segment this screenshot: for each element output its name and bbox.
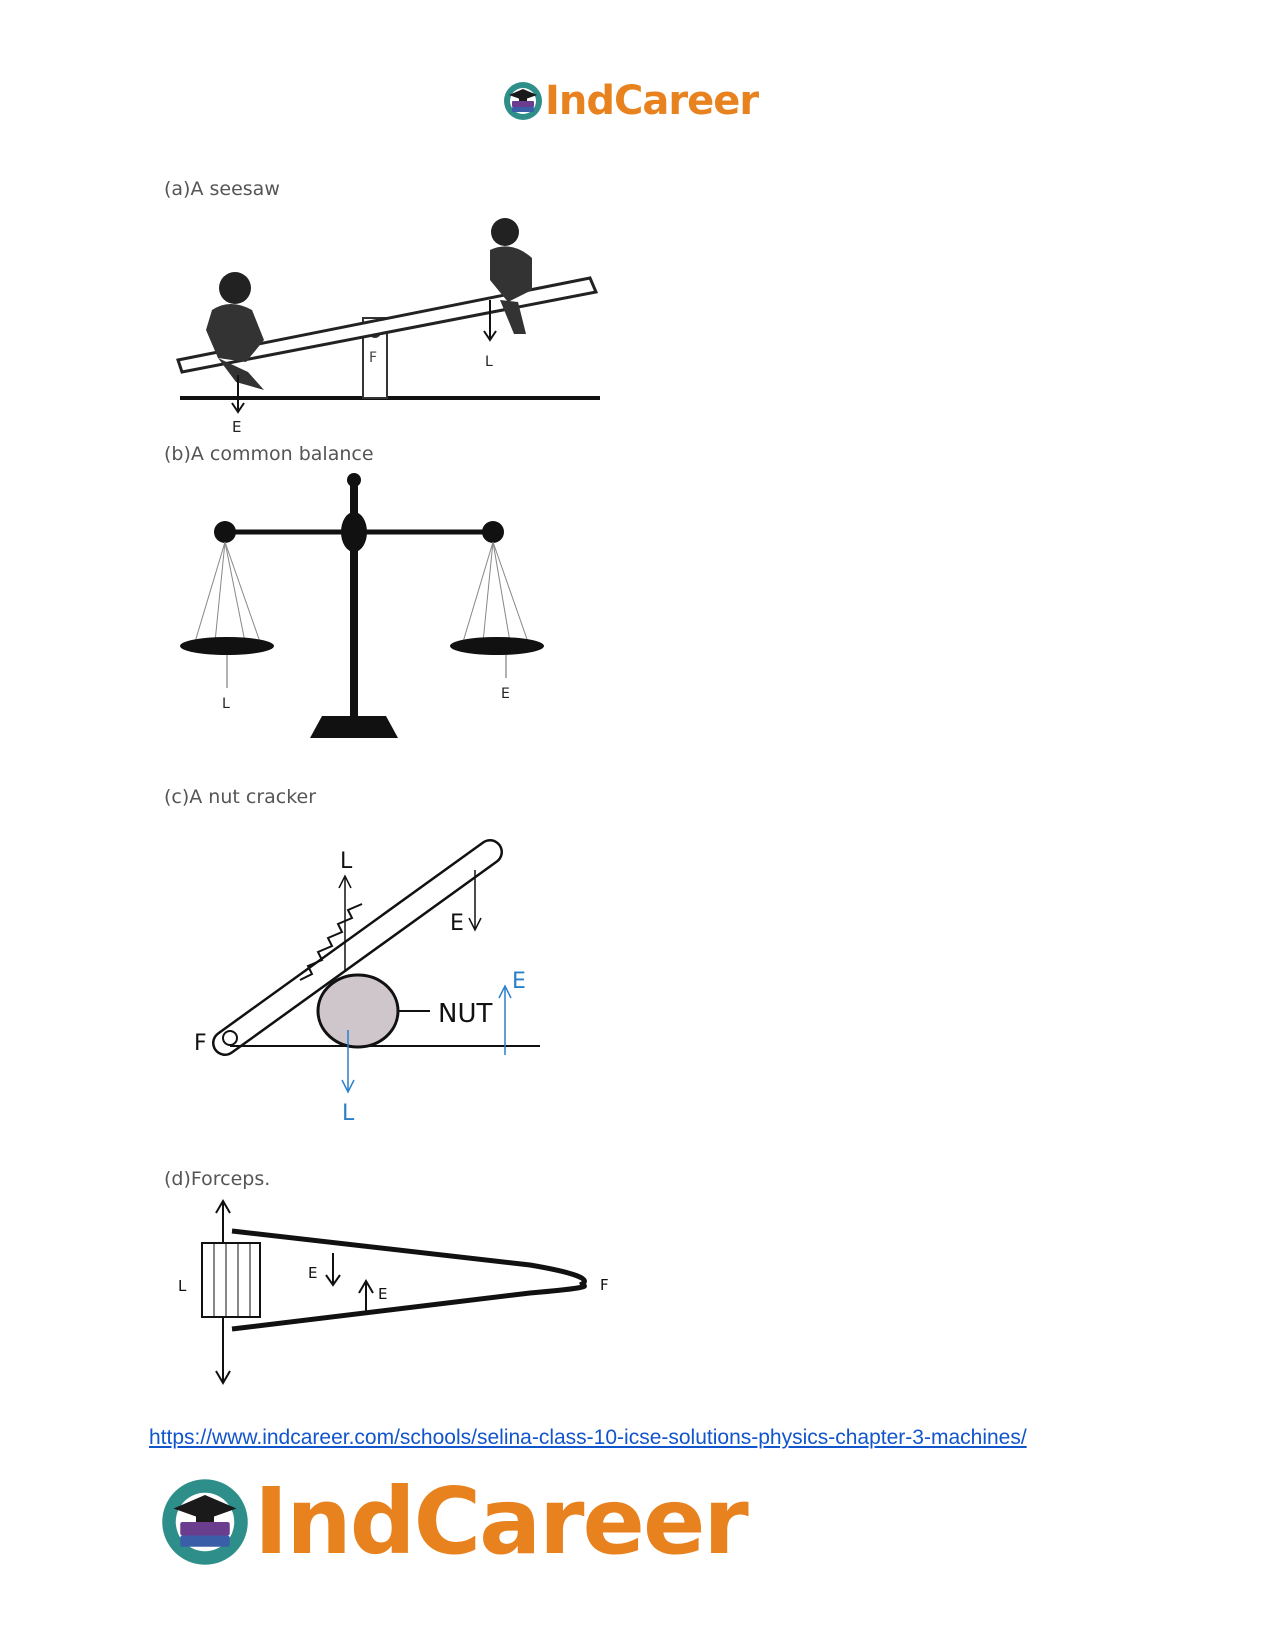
caption-nut-cracker: (c)A nut cracker — [164, 786, 317, 808]
label-effort: E — [232, 418, 241, 436]
label-nut: NUT — [438, 999, 492, 1029]
graduation-cap-book-icon — [504, 82, 542, 120]
label-load-blue: L — [342, 1101, 355, 1126]
source-url-link[interactable]: https://www.indcareer.com/schools/selina… — [149, 1426, 1027, 1449]
label-effort-blue: E — [512, 969, 526, 994]
label-effort-top: E — [308, 1264, 317, 1282]
label-effort: E — [501, 686, 510, 702]
footer-logo: IndCareer — [160, 1468, 749, 1575]
label-load: L — [485, 354, 493, 370]
label-effort-bottom: E — [378, 1285, 387, 1303]
label-fulcrum: F — [369, 350, 377, 366]
label-load: L — [222, 696, 230, 712]
forceps-diagram: L E E F — [178, 1199, 609, 1385]
label-fulcrum: F — [194, 1031, 207, 1056]
caption-forceps: (d)Forceps. — [164, 1168, 271, 1190]
nut-cracker-diagram: NUT L E E L F — [194, 839, 540, 1126]
graduation-cap-book-icon — [162, 1478, 248, 1565]
seesaw-diagram: E F L — [176, 218, 600, 436]
label-fulcrum: F — [600, 1276, 609, 1294]
brand-wordmark: IndCareer — [254, 1468, 749, 1575]
label-effort-top: E — [450, 911, 464, 936]
caption-common-balance: (b)A common balance — [164, 443, 374, 465]
header-logo: IndCareer — [503, 78, 759, 124]
caption-seesaw: (a)A seesaw — [164, 178, 280, 200]
label-load-top: L — [340, 849, 353, 874]
brand-wordmark: IndCareer — [545, 78, 759, 124]
common-balance-diagram: L E — [180, 473, 544, 738]
label-load: L — [178, 1277, 187, 1295]
